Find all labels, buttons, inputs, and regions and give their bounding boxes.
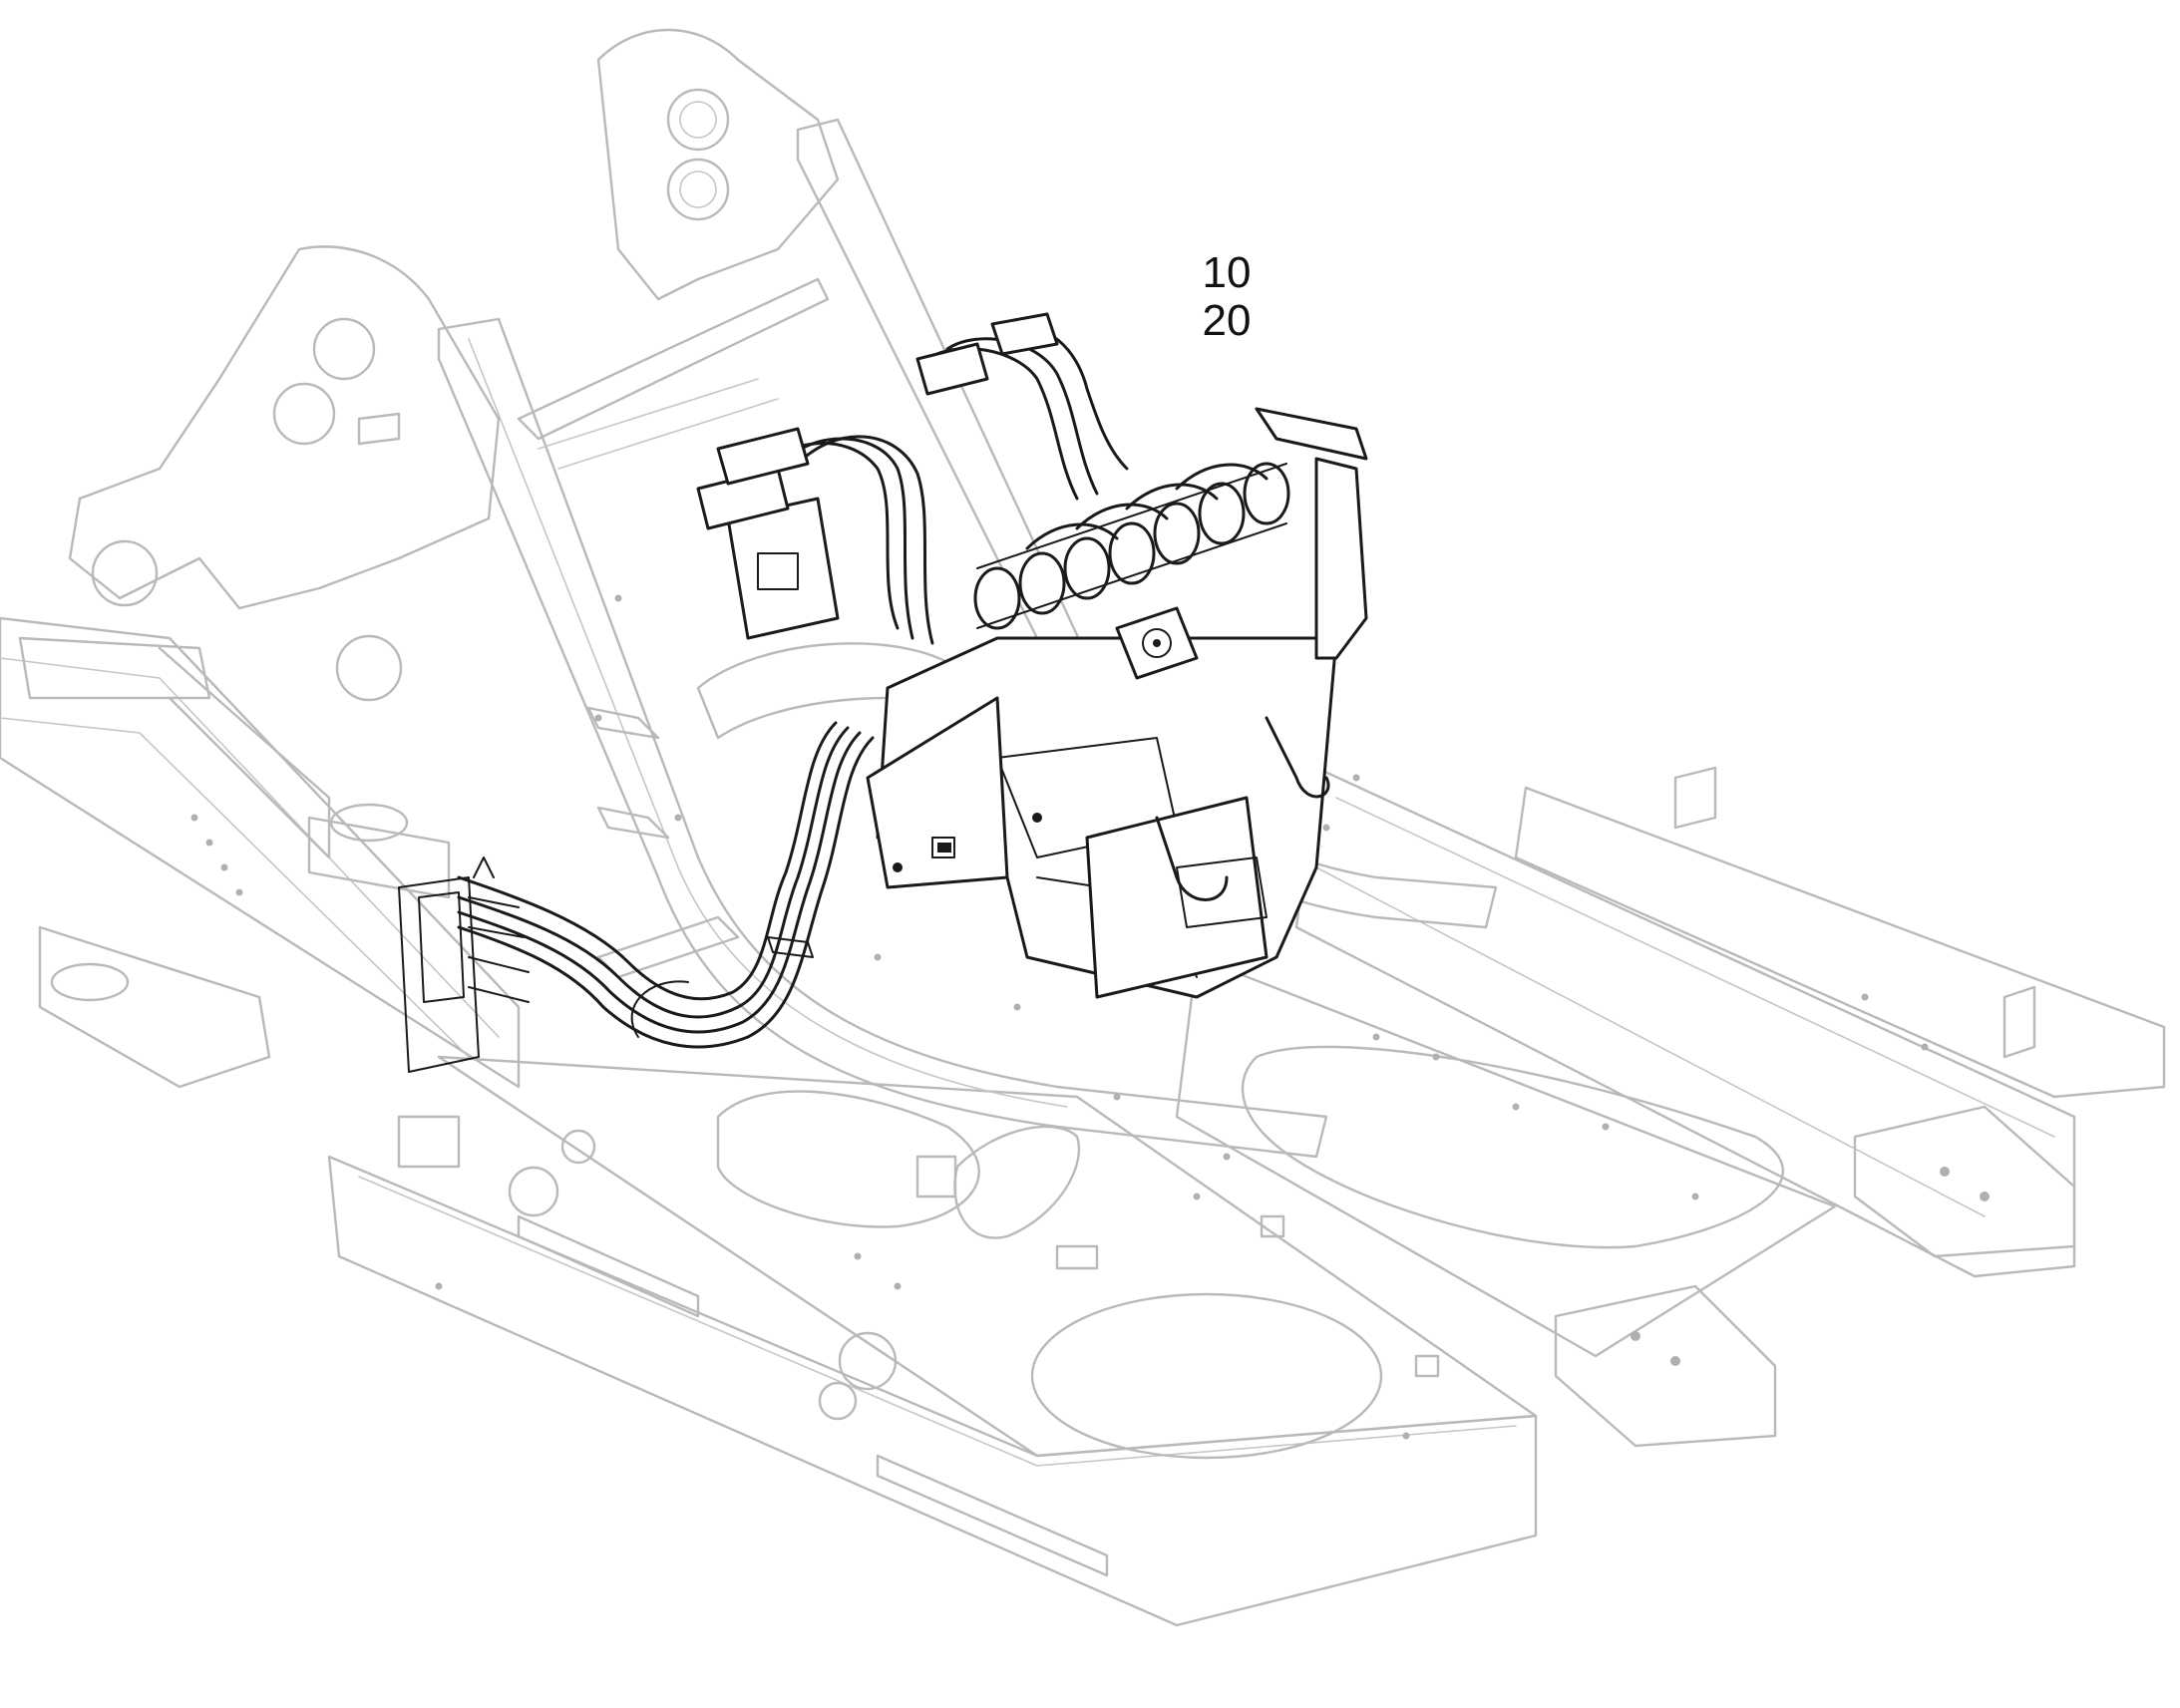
left-rear-rail (0, 616, 521, 1089)
small-block-1 (1260, 1214, 1285, 1238)
top-strut-2 (538, 378, 779, 470)
right-end-pad-1 (1853, 1105, 2076, 1258)
hose-bundle (457, 721, 875, 1049)
pad-bolt-3 (1631, 1331, 1640, 1341)
left-pin-hole-3 (91, 539, 159, 607)
right-crossmember (1175, 955, 1837, 1358)
left-pin-hole-2 (272, 382, 336, 446)
bolt-dots (190, 594, 1929, 1440)
pilot-housing-window (757, 552, 799, 590)
main-left-beam (327, 1155, 1538, 1627)
far-right-rail (1514, 786, 2166, 1099)
callout-labels: 10 20 (1137, 249, 1316, 345)
center-slab-cutout (1030, 1292, 1383, 1460)
main-right-beam (1294, 766, 2076, 1278)
arched-frame-inner (468, 338, 1068, 1108)
boom-mount-plate (596, 28, 840, 301)
boom-pin-hole-2-inner (679, 171, 717, 208)
valve-stand-lower (1085, 796, 1269, 999)
right-end-pad-2 (1554, 1284, 1777, 1448)
top-bracket-right (1255, 407, 1368, 461)
boom-pin-hole-1 (666, 88, 730, 152)
boom-pin-hole-2 (666, 158, 730, 221)
left-block (307, 816, 451, 899)
left-mount-plate (68, 245, 501, 610)
right-oval (1241, 1045, 1784, 1249)
sensor-dial (1142, 628, 1172, 658)
pilot-valve-row (973, 462, 1290, 630)
switch-marker (937, 843, 951, 853)
pad-bolt-2 (1980, 1192, 1990, 1201)
center-hole-2 (838, 1331, 898, 1391)
left-pin-hole-4 (335, 634, 403, 702)
side-plate-window (931, 837, 955, 858)
sensor-dial-center (1153, 639, 1161, 647)
small-block-4 (397, 1115, 461, 1169)
far-right-bracket (1673, 766, 2036, 1059)
callout-20: 20 (1202, 296, 1252, 345)
center-hole-4 (560, 1129, 596, 1165)
bracket-left-2 (596, 806, 670, 840)
bolt-marker-2 (1032, 813, 1042, 823)
main-right-beam-edge (1315, 797, 2055, 1217)
top-strut (517, 277, 830, 441)
hydraulic-assembly (398, 312, 1368, 1073)
left-pad (50, 962, 130, 1002)
left-rear-rail-inner (0, 657, 500, 1058)
hook-2 (1265, 716, 1330, 799)
left-mount-tab (357, 412, 401, 446)
main-left-beam-top (358, 1176, 1517, 1467)
bracket-left-1 (586, 706, 660, 740)
pad-bolt-1 (1940, 1167, 1950, 1177)
center-hole-3 (818, 1381, 858, 1421)
center-slab (437, 1055, 1538, 1458)
left-end-bracket (18, 636, 331, 859)
hook-1 (1155, 816, 1229, 901)
bolt-marker-1 (893, 862, 903, 872)
side-plate-left (866, 696, 1009, 889)
center-slab-cutout-2 (716, 1090, 980, 1228)
valve-stand-base (1176, 856, 1268, 928)
valve-hoses (1025, 463, 1269, 550)
valve-block-left (398, 876, 480, 1073)
pad-bolt-4 (1670, 1356, 1680, 1366)
arched-frame-outer (437, 317, 1328, 1159)
fittings-top (696, 312, 1059, 530)
rail-loop-2 (596, 915, 740, 979)
rail-loop-1 (953, 1125, 1080, 1239)
left-pin-hole-1 (312, 317, 376, 381)
valve-block-left-face (418, 891, 465, 1003)
boom-pin-hole-1-inner (679, 101, 717, 139)
right-side-plate (1314, 457, 1368, 660)
small-block-2 (1414, 1354, 1440, 1378)
valve-fittings (468, 856, 530, 1003)
main-left-beam-slot (517, 1214, 1109, 1577)
left-crossmember (38, 925, 271, 1089)
callout-10: 10 (1202, 248, 1252, 297)
small-block-3 (1055, 1244, 1099, 1270)
small-block-5 (915, 1155, 957, 1198)
center-hole-1 (508, 1166, 559, 1217)
